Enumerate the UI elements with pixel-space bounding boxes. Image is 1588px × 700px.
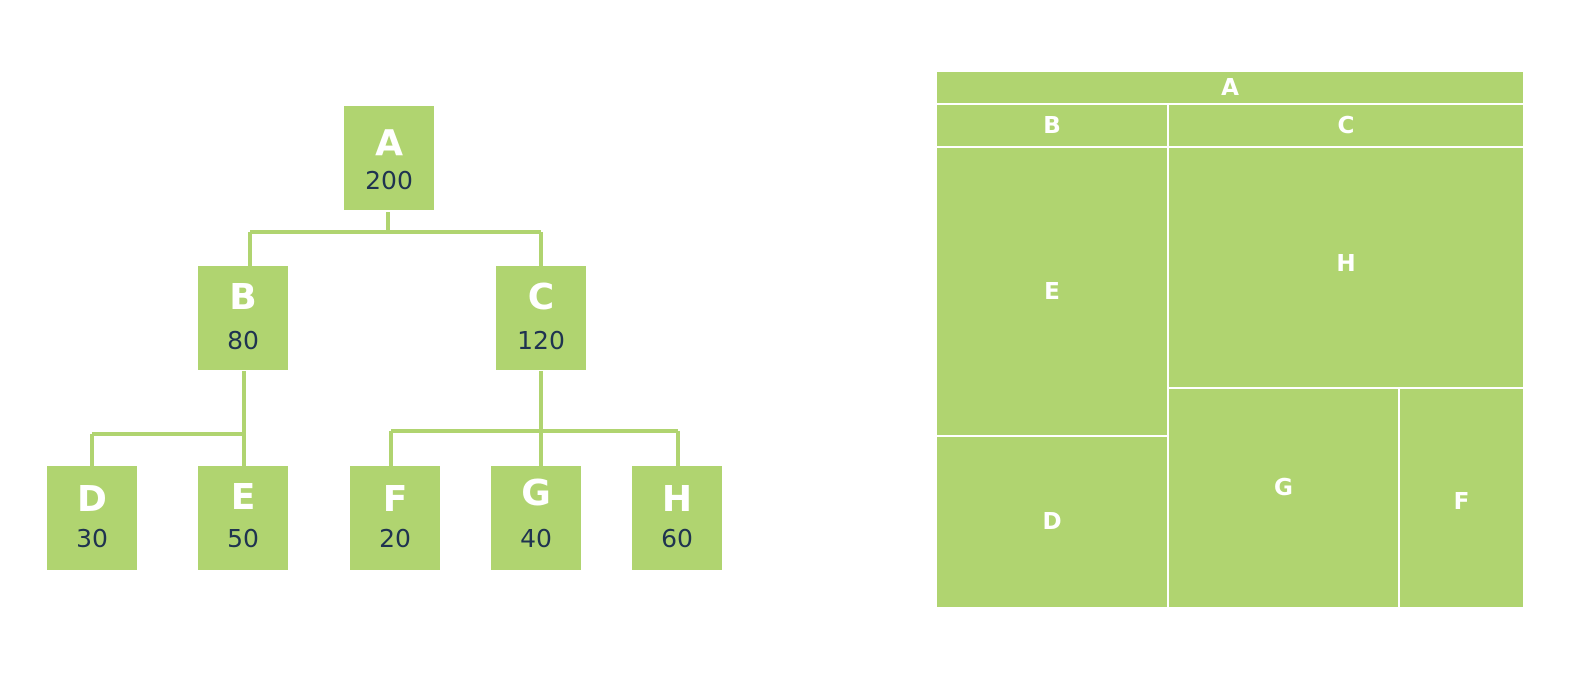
cell-label: D [1042, 509, 1062, 535]
node-label: H [661, 479, 693, 520]
node-value: 40 [520, 524, 552, 553]
cell-label: B [1043, 112, 1061, 139]
tree-node-f: F 20 [350, 466, 440, 570]
node-value: 80 [227, 326, 259, 355]
cell-label: G [1274, 475, 1293, 501]
treemap-cell-a: A [937, 72, 1523, 103]
tree-node-a: A 200 [344, 106, 434, 210]
cell-label: H [1336, 250, 1356, 277]
treemap-cell-f: F [1400, 389, 1523, 607]
node-label: F [382, 479, 408, 520]
connector-a-b-c [248, 212, 543, 266]
tree-node-b: B 80 [198, 266, 288, 370]
treemap-cell-c: C [1169, 105, 1523, 146]
connector-c-f-g-h [389, 371, 680, 466]
node-label: D [77, 479, 107, 520]
treemap-cell-e: E [937, 148, 1167, 435]
node-label: E [230, 477, 256, 518]
cell-label: F [1453, 489, 1470, 515]
node-label: G [521, 473, 551, 514]
node-value: 200 [365, 166, 413, 195]
node-value: 20 [379, 524, 411, 553]
tree-node-h: H 60 [632, 466, 722, 570]
node-value: 60 [661, 524, 693, 553]
connector-b-d-e [90, 371, 246, 466]
tree-node-c: C 120 [496, 266, 586, 370]
treemap-cell-b: B [937, 105, 1167, 146]
cell-label: A [1221, 74, 1239, 101]
treemap-cell-h: H [1169, 148, 1523, 387]
node-value: 50 [227, 524, 259, 553]
tree-node-g: G 40 [491, 466, 581, 570]
treemap-cell-g: G [1169, 389, 1398, 607]
node-label: A [375, 123, 403, 164]
node-label: B [229, 277, 257, 318]
cell-label: C [1337, 112, 1355, 139]
tree-node-e: E 50 [198, 466, 288, 570]
cell-label: E [1044, 278, 1060, 305]
tree-node-d: D 30 [47, 466, 137, 570]
treemap-cell-d: D [937, 437, 1167, 607]
node-value: 30 [76, 524, 108, 553]
node-label: C [527, 277, 555, 318]
node-value: 120 [517, 326, 565, 355]
